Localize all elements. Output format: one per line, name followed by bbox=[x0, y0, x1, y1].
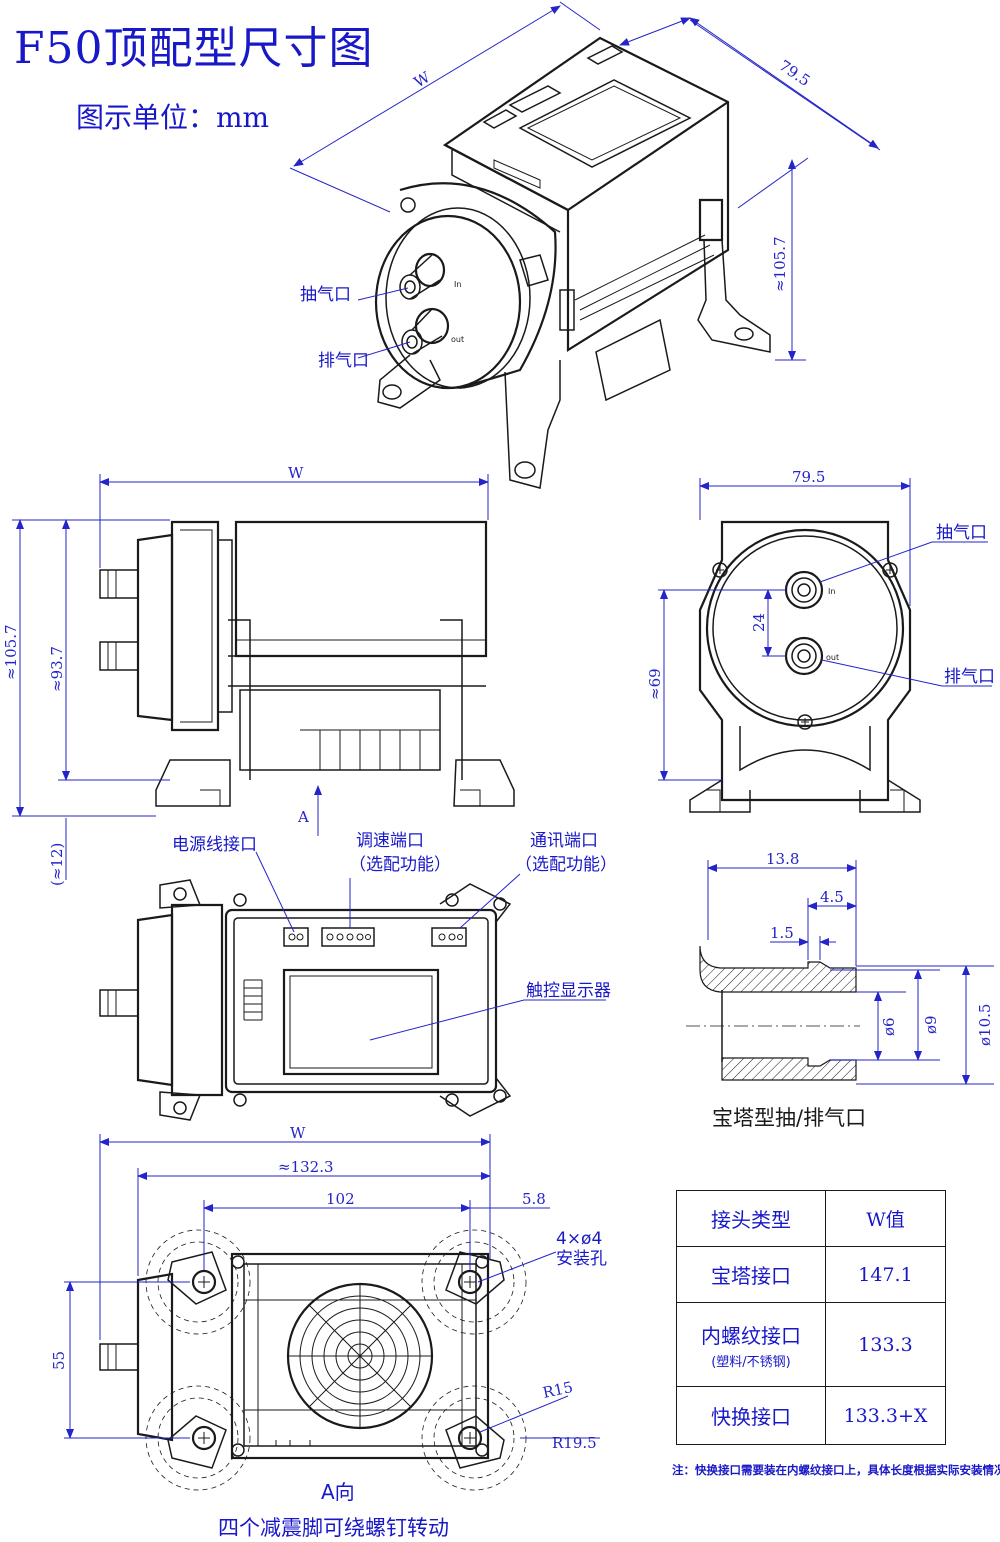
table-cell-type-sub: (塑料/不锈钢) bbox=[711, 1354, 791, 1370]
iso-port-out-text: out bbox=[451, 335, 464, 344]
iso-label-out: 排气口 bbox=[318, 351, 369, 371]
iso-view: In out W 79.5 ≈105.7 抽气口 排气口 bbox=[289, 1, 881, 489]
table-row: 内螺纹接口 (塑料/不锈钢) 133.3 bbox=[676, 1302, 946, 1387]
barb-dim-d9: ø9 bbox=[922, 1015, 940, 1034]
top-label-speed: 调速端口 bbox=[356, 831, 424, 851]
table-header-row: 接头类型 W值 bbox=[676, 1190, 946, 1247]
bottom-dim-r19-5: R19.5 bbox=[552, 1434, 597, 1452]
side-view-arrow: A bbox=[297, 808, 309, 826]
bottom-dim-132-3: ≈132.3 bbox=[278, 1158, 334, 1176]
top-label-power: 电源线接口 bbox=[172, 835, 257, 855]
table-header-type: 接头类型 bbox=[676, 1190, 826, 1247]
side-view: W ≈105.7 ≈93.7 (≈12) A bbox=[2, 464, 515, 886]
unit-label: 图示单位：mm bbox=[76, 101, 270, 134]
barb-dim-1-5: 1.5 bbox=[770, 924, 794, 942]
bottom-caption: A向 bbox=[321, 1480, 355, 1504]
iso-dim-height: ≈105.7 bbox=[771, 236, 789, 292]
bottom-hole-label: 4×ø4 bbox=[556, 1229, 602, 1249]
top-label-speed-sub: （选配功能） bbox=[349, 855, 451, 875]
top-view: 电源线接口 调速端口 （选配功能） 通讯端口 （选配功能） 触控显示器 bbox=[99, 831, 617, 1121]
top-label-comm: 通讯端口 bbox=[530, 831, 598, 851]
front-dim-width: 79.5 bbox=[792, 468, 825, 486]
barb-dim-13-8: 13.8 bbox=[766, 850, 799, 868]
spec-table: 接头类型 W值 宝塔接口 147.1 内螺纹接口 (塑料/不锈钢) 133.3 … bbox=[676, 1190, 946, 1445]
bottom-hole-label2: 安装孔 bbox=[556, 1249, 607, 1269]
table-cell-type: 内螺纹接口 (塑料/不锈钢) bbox=[676, 1302, 826, 1387]
top-label-display: 触控显示器 bbox=[526, 981, 611, 1001]
iso-port-in-text: In bbox=[454, 280, 461, 289]
barb-dim-4-5: 4.5 bbox=[820, 888, 844, 906]
bottom-dim-5-8: 5.8 bbox=[522, 1190, 546, 1208]
barb-detail: 13.8 4.5 1.5 ø6 ø9 ø10.5 bbox=[686, 850, 994, 1085]
front-dim-69: ≈69 bbox=[646, 668, 664, 700]
top-label-comm-sub: （选配功能） bbox=[515, 855, 617, 875]
footnote: 注：快换接口需要装在内螺纹接口上，具体长度根据实际安装情况。 bbox=[672, 1463, 1000, 1477]
side-dim-total-h: ≈105.7 bbox=[2, 624, 20, 680]
bottom-subcaption: 四个减震脚可绕螺钉转动 bbox=[218, 1516, 449, 1540]
front-label-out: 排气口 bbox=[944, 667, 995, 687]
side-dim-h2: ≈93.7 bbox=[48, 646, 66, 692]
front-port-in-text: In bbox=[828, 587, 835, 596]
table-cell-type-main: 内螺纹接口 bbox=[701, 1323, 801, 1348]
table-cell-w: 133.3+X bbox=[825, 1386, 946, 1445]
table-row: 宝塔接口 147.1 bbox=[676, 1246, 946, 1303]
bottom-dim-w: W bbox=[290, 1124, 306, 1142]
table-cell-type: 快换接口 bbox=[676, 1386, 826, 1445]
front-port-out-text: out bbox=[826, 653, 839, 662]
bottom-view: W ≈132.3 102 5.8 55 4×ø4 安装孔 R15 R19.5 bbox=[50, 1124, 607, 1491]
table-row: 快换接口 133.3+X bbox=[676, 1386, 946, 1445]
table-cell-w: 133.3 bbox=[825, 1302, 946, 1387]
front-view: In out 79.5 24 ≈69 抽气口 排气口 bbox=[646, 468, 995, 813]
side-dim-w: W bbox=[288, 464, 304, 482]
iso-dim-w: W bbox=[411, 68, 434, 92]
side-dim-foot: (≈12) bbox=[48, 843, 66, 886]
bottom-dim-102: 102 bbox=[326, 1190, 355, 1208]
iso-dim-depth: 79.5 bbox=[776, 56, 814, 90]
front-dim-24: 24 bbox=[750, 613, 768, 632]
barb-dim-d10-5: ø10.5 bbox=[976, 1004, 994, 1046]
table-cell-w: 147.1 bbox=[825, 1246, 946, 1303]
iso-label-in: 抽气口 bbox=[300, 285, 351, 305]
table-header-w: W值 bbox=[825, 1190, 946, 1247]
bottom-dim-55: 55 bbox=[50, 1351, 68, 1370]
barb-caption: 宝塔型抽/排气口 bbox=[712, 1106, 867, 1130]
bottom-dim-r15: R15 bbox=[541, 1378, 574, 1402]
front-label-in: 抽气口 bbox=[936, 523, 987, 543]
barb-dim-d6: ø6 bbox=[880, 1017, 898, 1036]
table-cell-type: 宝塔接口 bbox=[676, 1246, 826, 1303]
